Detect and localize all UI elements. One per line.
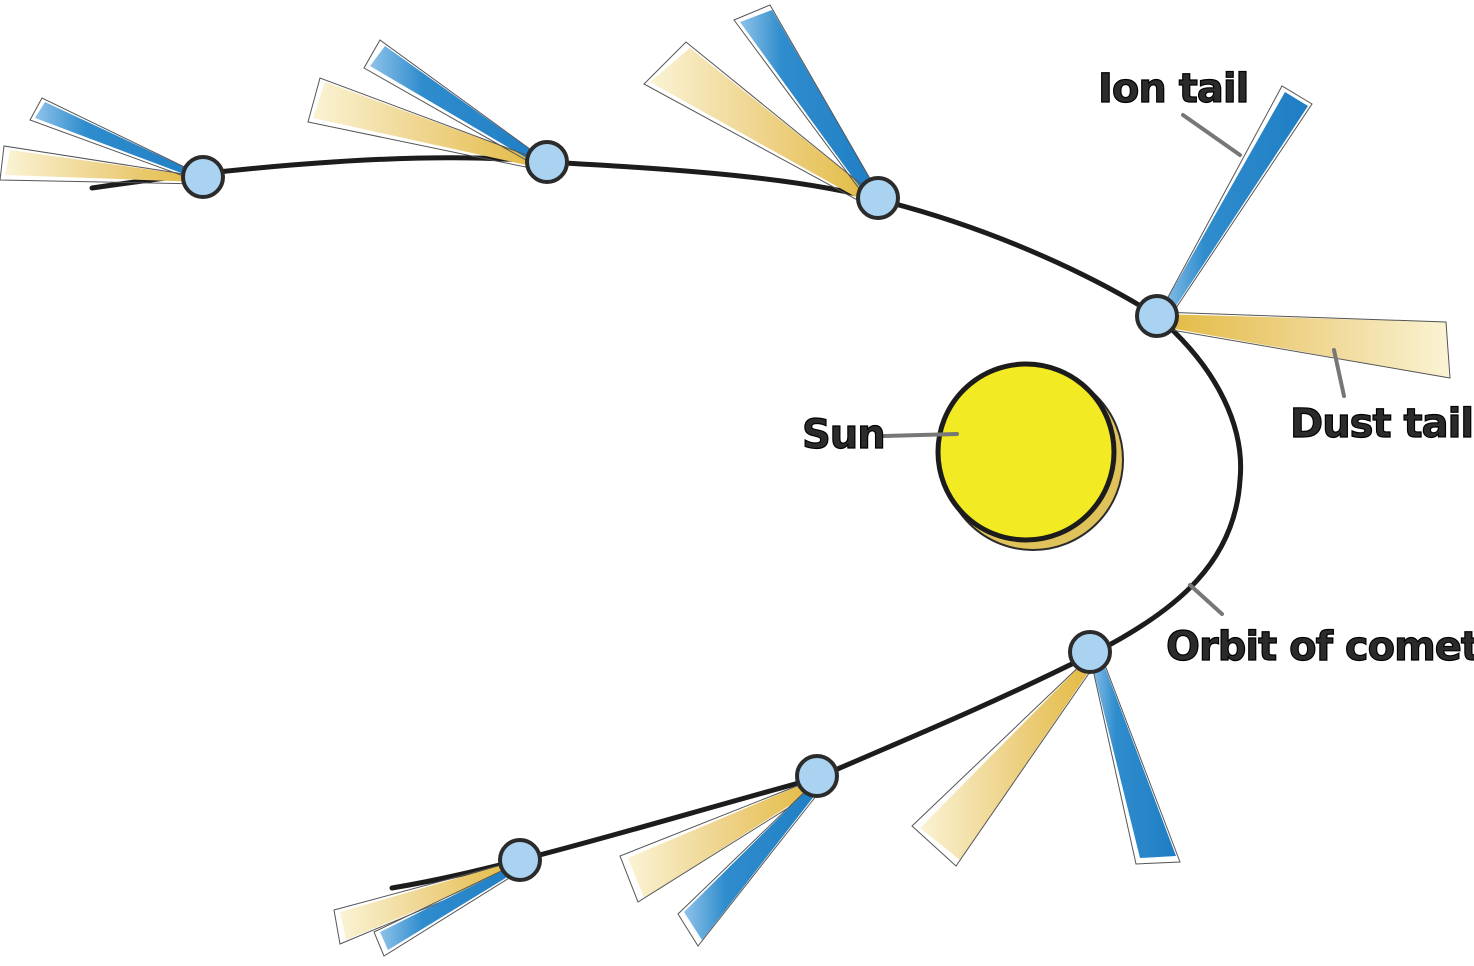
- dust-tail-leader: [1332, 348, 1346, 398]
- comet-position-7: [333, 838, 542, 957]
- dust-tail-3: [650, 48, 878, 206]
- ion-tail-4: [1160, 92, 1308, 318]
- comet-head-1: [181, 155, 225, 199]
- comet-position-2: [307, 39, 569, 184]
- sun-label: Sun: [802, 412, 885, 458]
- dust-tail-label: Dust tail: [1290, 401, 1473, 447]
- sun-leader: [882, 432, 959, 438]
- comet-head-2: [525, 140, 569, 184]
- orbit-label: Orbit of comet: [1166, 624, 1474, 670]
- comet-position-3: [643, 4, 900, 220]
- dust-tail-4: [1157, 314, 1449, 378]
- comet-head-7: [498, 838, 542, 882]
- comet-position-1: [0, 97, 225, 199]
- comet-head-4: [1135, 294, 1179, 338]
- dust-tail-1: [5, 150, 203, 182]
- ion-tail-label: Ion tail: [1098, 66, 1248, 112]
- comet-head-5: [1068, 630, 1112, 674]
- comet-head-3: [856, 176, 900, 220]
- ion-tail-5: [1090, 654, 1176, 858]
- sun: [935, 361, 1124, 551]
- ion-tail-3: [740, 10, 880, 204]
- comet-position-5: [911, 630, 1181, 867]
- ion-tail-2: [370, 46, 545, 166]
- comet-position-4: [1135, 85, 1451, 379]
- ion-tail-7: [380, 862, 522, 950]
- ion-tail-6: [684, 780, 822, 940]
- orbit-leader: [1188, 583, 1224, 616]
- comet-position-6: [619, 754, 839, 947]
- dust-tail-5: [920, 658, 1094, 860]
- ion-tail-leader: [1181, 113, 1242, 157]
- ion-tail-1: [35, 102, 203, 180]
- dust-tail-6: [628, 778, 820, 898]
- sun-body: [935, 361, 1117, 543]
- comet-head-6: [795, 754, 839, 798]
- dust-tail-7: [340, 860, 522, 940]
- dust-tail-2: [313, 82, 545, 168]
